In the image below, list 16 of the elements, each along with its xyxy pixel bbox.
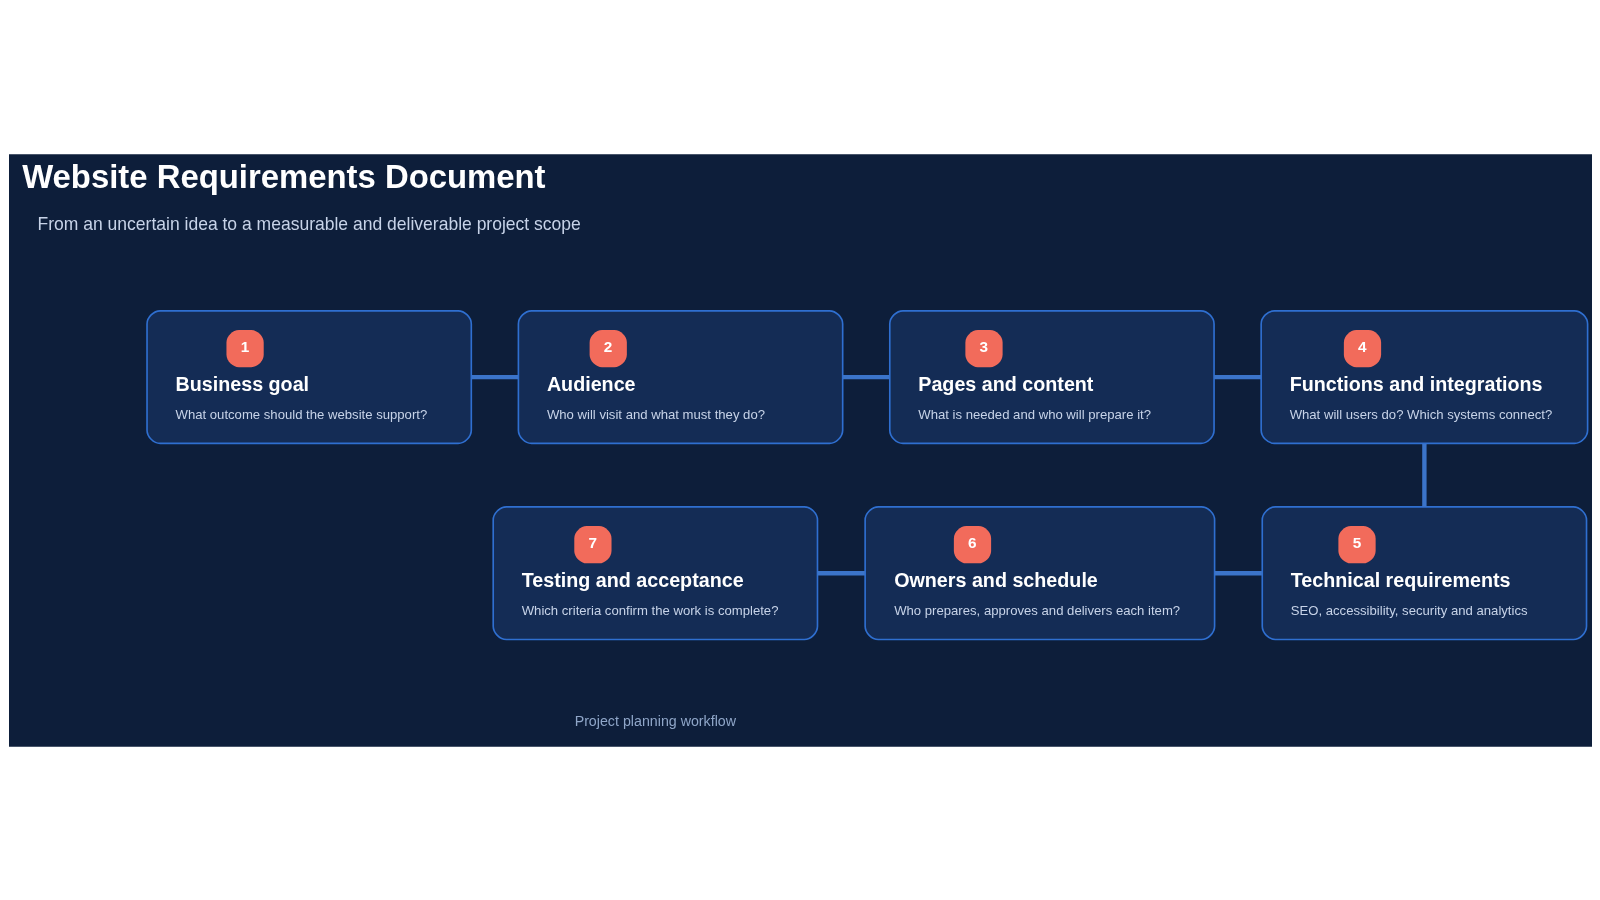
- connector: [1213, 374, 1261, 379]
- node-box: 2 Audience Who will visit and what must they do?: [517, 309, 843, 444]
- connector: [817, 570, 865, 575]
- label: Project planning workflow: [574, 712, 736, 729]
- node-box: 3 Pages and content What is needed and who will prepare it?: [888, 309, 1215, 444]
- node-box: 6 Owners and schedule Who prepares, approves and delivers each item?: [863, 505, 1215, 640]
- connector: [1214, 570, 1262, 575]
- connector: [842, 374, 890, 379]
- node-box: 7 Testing and acceptance Which criteria confirm the work is complete?: [491, 505, 818, 640]
- node-box: 5 Technical requirements SEO, accessibility, security and analytics: [1260, 505, 1587, 640]
- connector: [471, 374, 518, 379]
- diagram-title: Website Requirements Document: [21, 157, 546, 195]
- node-box: 1 Business goal What outcome should the website support?: [145, 309, 472, 444]
- connector: [1421, 443, 1427, 507]
- label: From an uncertain idea to a measurable and deliverable project scope: [37, 213, 581, 234]
- node-box: 4 Functions and integrations What will users do? Which systems connect?: [1259, 309, 1588, 444]
